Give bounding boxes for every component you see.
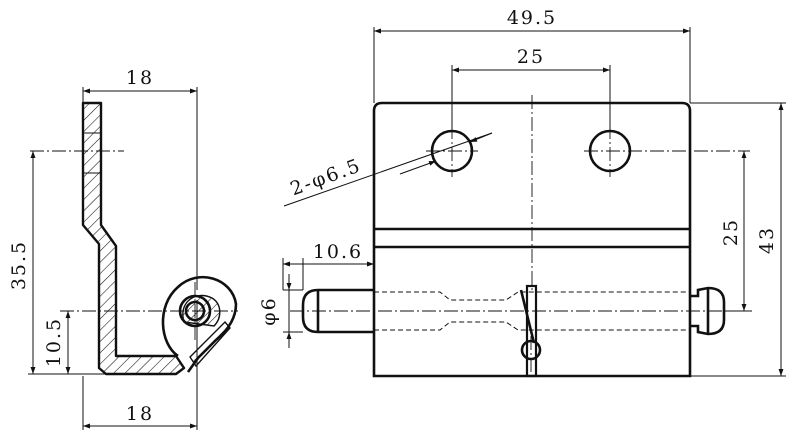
- side-dim-pin-height-text: 10.5: [43, 317, 65, 367]
- front-dim-hole-height-text: 25: [720, 218, 742, 246]
- front-pin-hidden: [374, 291, 690, 331]
- front-hole-leader: [283, 132, 493, 207]
- side-dim-bottom-text: 18: [126, 403, 154, 425]
- front-pin-right-knob: [690, 286, 726, 336]
- side-latch-strip: [189, 320, 231, 368]
- front-dim-height-text: 43: [756, 226, 778, 254]
- front-hole-leader-arrow-2: [469, 132, 493, 143]
- front-latch-bar: [525, 284, 538, 378]
- front-latch-slash: [519, 289, 536, 344]
- front-dim-hole-spacing-text: 25: [517, 46, 545, 68]
- front-hole-leader-arrow: [399, 160, 437, 175]
- front-hole-label: 2-φ6.5: [287, 154, 364, 200]
- side-dim-top-text: 18: [126, 67, 154, 89]
- side-dim-height-text: 35.5: [8, 240, 30, 290]
- front-dim-pin-offset-text: 10.6: [313, 241, 363, 263]
- side-bracket-section: [81, 101, 186, 376]
- front-dim-width-text: 49.5: [507, 7, 557, 29]
- side-view: 18 18 35.5 10.5: [8, 67, 238, 430]
- front-dim-pin-dia-text: φ6: [258, 296, 280, 325]
- front-view: 49.5 25 2-φ6.5 10.6 φ6 25 43: [258, 7, 786, 378]
- front-pin-left-end: [301, 288, 374, 334]
